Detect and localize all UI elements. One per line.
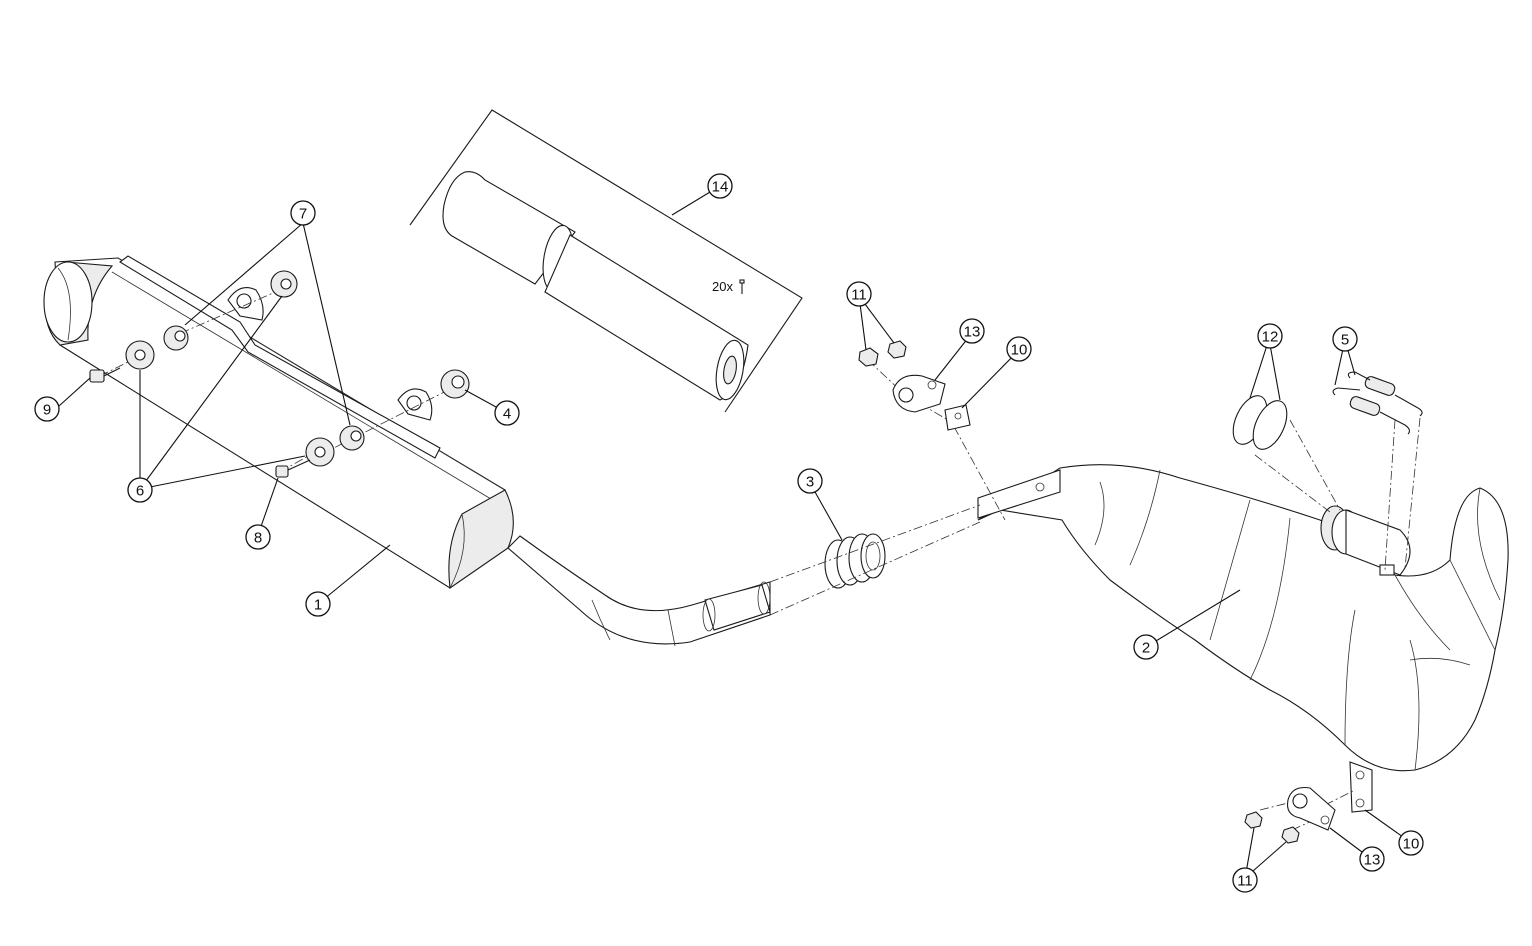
callout-10-upper: 10: [1006, 336, 1032, 362]
callout-13-lower: 13: [1359, 846, 1385, 872]
svg-text:9: 9: [43, 402, 51, 419]
rubber-grommet-lower: [339, 425, 365, 451]
washer-rubber: [440, 369, 470, 399]
svg-text:5: 5: [1341, 332, 1349, 349]
callout-6: 6: [127, 477, 153, 503]
svg-text:13: 13: [964, 324, 981, 341]
svg-text:6: 6: [136, 483, 144, 500]
washer-lower: [305, 437, 335, 467]
svg-text:3: 3: [806, 474, 814, 491]
svg-text:12: 12: [1262, 329, 1279, 346]
seal-rings: [1232, 395, 1288, 450]
svg-text:1: 1: [314, 597, 322, 614]
svg-text:7: 7: [299, 206, 307, 223]
svg-text:11: 11: [851, 287, 867, 304]
link-pipe: [507, 535, 771, 647]
svg-text:13: 13: [1364, 852, 1381, 869]
kit-quantity-label: 20x: [712, 279, 733, 294]
nut-upper-a: [858, 347, 879, 367]
callout-3: 3: [797, 468, 823, 494]
o-ring-coupler: [824, 533, 886, 589]
svg-text:14: 14: [712, 179, 729, 196]
callout-11-lower: 11: [1232, 867, 1258, 893]
svg-text:4: 4: [503, 406, 511, 423]
svg-text:10: 10: [1011, 342, 1028, 359]
callout-5: 5: [1332, 326, 1358, 352]
svg-text:8: 8: [254, 530, 262, 547]
leader-lines: [58, 185, 1411, 879]
callout-9: 9: [34, 396, 60, 422]
callout-14: 14: [707, 173, 733, 199]
svg-text:2: 2: [1142, 640, 1150, 657]
callout-12: 12: [1257, 323, 1283, 349]
expansion-chamber: [977, 464, 1509, 813]
callout-10-lower: 10: [1398, 830, 1424, 856]
springs: [1332, 371, 1423, 435]
bracket-lower: [1286, 786, 1336, 831]
nut-upper-b: [887, 340, 907, 359]
rubber-grommet-upper: [163, 325, 189, 351]
nut-lower-b: [1281, 826, 1300, 844]
callout-8: 8: [245, 524, 271, 550]
callout-13-upper: 13: [959, 318, 985, 344]
callout-7: 7: [290, 200, 316, 226]
washer-left: [125, 340, 155, 370]
callout-1: 1: [305, 591, 331, 617]
packing-kit-box: [409, 109, 803, 413]
silencer: [43, 255, 514, 589]
bracket-upper: [892, 374, 946, 413]
callout-4: 4: [494, 400, 520, 426]
callout-11-upper: 11: [846, 281, 872, 307]
bolt-9: [89, 367, 121, 383]
svg-text:11: 11: [1237, 873, 1253, 890]
callout-2: 2: [1133, 634, 1159, 660]
mount-plate-upper: [944, 404, 971, 431]
svg-text:10: 10: [1403, 836, 1420, 853]
bolt-8: [275, 459, 311, 478]
washer-upper: [270, 270, 298, 298]
screw-icon: [739, 279, 745, 294]
nut-lower-a: [1244, 811, 1263, 829]
